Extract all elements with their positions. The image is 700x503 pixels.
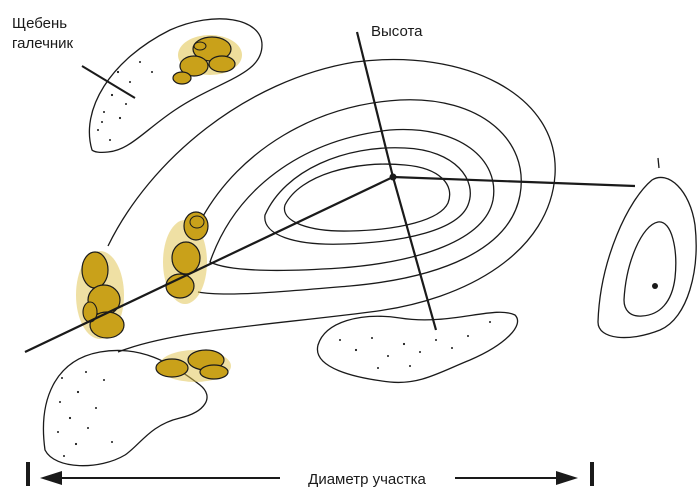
contour-2 — [198, 100, 521, 294]
stones-bottom — [156, 350, 231, 382]
small-mound — [598, 177, 696, 337]
stones-top — [173, 35, 242, 84]
gravel-label-line1: Щебень — [12, 15, 67, 32]
small-mound-tick — [658, 158, 659, 168]
diameter-label: Диаметр участка — [308, 471, 426, 488]
gravel-label-line2: галечник — [12, 35, 74, 52]
diameter-end-left — [26, 462, 30, 486]
patch-bottom-middle — [317, 312, 517, 382]
stones-middle — [163, 212, 208, 304]
small-mound-inner — [624, 222, 676, 316]
gravel-pointer-line — [82, 66, 135, 98]
diameter-end-right — [590, 462, 594, 486]
summit-point — [390, 174, 397, 181]
section-line-long — [25, 177, 393, 352]
section-line-right — [393, 177, 635, 186]
small-mound-peak — [652, 283, 658, 289]
contour-3 — [210, 130, 494, 271]
arrow-right-icon — [556, 471, 578, 485]
arrow-left-icon — [40, 471, 62, 485]
small-mound-outer — [598, 177, 696, 337]
sand-dots — [57, 61, 491, 457]
stones-left — [76, 251, 124, 339]
height-label: Высота — [371, 23, 423, 40]
contour-inner — [284, 164, 449, 231]
